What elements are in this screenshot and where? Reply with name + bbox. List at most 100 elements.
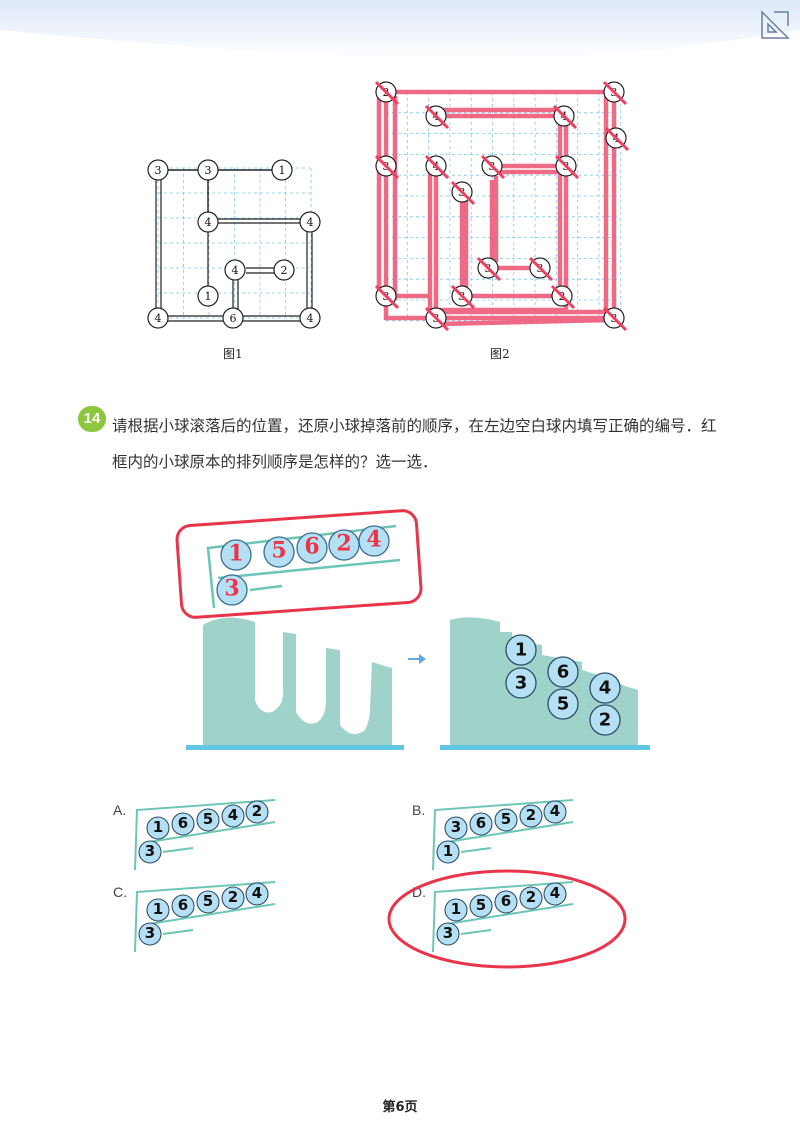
fig1-node: 4: [224, 259, 246, 281]
option-ball: 5: [196, 808, 220, 832]
option-ball-label: 5: [476, 896, 486, 914]
fig2-slash: [552, 104, 578, 130]
figure-2-caption: 图2: [490, 347, 510, 361]
option-ball: 5: [469, 894, 493, 918]
option-ball-label: 2: [252, 802, 262, 820]
fig2-slash: [374, 284, 400, 310]
fig2-slash: [374, 80, 400, 106]
option-a-label[interactable]: A.: [113, 802, 127, 818]
option-ball: 6: [171, 894, 195, 918]
fig2-slash: [424, 104, 450, 130]
option-ball: 1: [444, 898, 468, 922]
option-ball-label: 1: [443, 842, 453, 860]
option-ball: 2: [519, 804, 543, 828]
question-number-badge: 14: [78, 406, 106, 432]
fig1-node: 4: [299, 211, 321, 233]
after-ball-label: 5: [557, 694, 570, 715]
after-ball-label: 4: [599, 678, 612, 699]
fig2-slash: [476, 256, 502, 282]
question-text-line-2: 框内的小球原本的排列顺序是怎样的？选一选．: [112, 453, 438, 471]
option-ball: 3: [138, 840, 162, 864]
fig1-node: 4: [147, 307, 169, 329]
option-ball: 2: [221, 886, 245, 910]
fig2-slash: [450, 180, 476, 206]
option-ball: 3: [138, 922, 162, 946]
fig1-node-label: 2: [281, 264, 288, 277]
option-ball: 1: [146, 898, 170, 922]
arrow-right-icon: [408, 654, 426, 664]
after-ball-label: 2: [599, 710, 612, 731]
fig1-node: 3: [197, 159, 219, 181]
option-ball-label: 5: [203, 810, 213, 828]
figure-2: 24434343333333233: [374, 80, 630, 332]
fig2-slash: [450, 284, 476, 310]
answer-ball: 1: [220, 539, 252, 571]
after-ball-label: 6: [557, 662, 570, 683]
fig2-slash: [602, 80, 628, 106]
option-ball-label: 1: [153, 818, 163, 836]
after-ball: 4: [589, 672, 621, 704]
fig2-slash: [602, 306, 628, 332]
fig1-node-label: 4: [232, 264, 239, 277]
answer-ball-label: 6: [304, 534, 319, 560]
question-text-line-1: 请根据小球滚落后的位置，还原小球掉落前的顺序，在左边空白球内填写正确的编号．红: [112, 417, 717, 435]
option-c-label[interactable]: C.: [113, 884, 127, 900]
option-ball-label: 2: [526, 806, 536, 824]
answer-rail: [206, 524, 401, 609]
fig2-slash: [550, 284, 576, 310]
option-ball: 1: [146, 816, 170, 840]
option-ball: 4: [221, 804, 245, 828]
fig2-slash: [554, 154, 580, 180]
fig2-slash: [604, 126, 630, 152]
answer-ball-label: 2: [336, 531, 351, 557]
fig1-node-label: 1: [205, 290, 212, 303]
answer-red-frame: [175, 509, 423, 619]
fig1-node-label: 4: [205, 216, 212, 229]
option-ball: 2: [245, 800, 269, 824]
option-rail: [134, 799, 276, 871]
option-ball-label: 3: [145, 924, 155, 942]
after-ball-label: 1: [515, 640, 528, 661]
option-ball-label: 6: [178, 896, 188, 914]
option-ball-label: 6: [476, 814, 486, 832]
before-block: [186, 617, 404, 750]
answer-ball: 6: [296, 532, 328, 564]
option-ball-label: 6: [178, 814, 188, 832]
fig1-node: 1: [271, 159, 293, 181]
option-ball: 5: [494, 808, 518, 832]
option-ball: 1: [436, 840, 460, 864]
selected-option-circle: [387, 869, 627, 969]
fig1-node: 4: [197, 211, 219, 233]
answer-ball: 3: [216, 574, 248, 606]
fig2-slash: [480, 154, 506, 180]
header-band: [0, 0, 800, 61]
option-ball-label: 2: [526, 888, 536, 906]
option-ball-label: 6: [501, 892, 511, 910]
option-b-label[interactable]: B.: [412, 802, 426, 818]
fig1-node-label: 4: [155, 312, 162, 325]
fig1-node: 4: [299, 307, 321, 329]
fig2-slash: [374, 154, 400, 180]
after-ball: 3: [505, 667, 537, 699]
fig1-node-label: 4: [307, 216, 314, 229]
fig2-slash: [528, 256, 554, 282]
after-ball-label: 3: [515, 673, 528, 694]
option-ball: 2: [519, 886, 543, 910]
figure-1-caption: 图1: [223, 347, 243, 361]
option-ball: 4: [543, 882, 567, 906]
fig1-node-label: 3: [155, 164, 162, 177]
fig1-node-label: 1: [279, 164, 286, 177]
option-ball: 6: [494, 890, 518, 914]
answer-ball-label: 4: [366, 527, 381, 553]
option-ball-label: 4: [228, 806, 238, 824]
option-ball: 3: [444, 816, 468, 840]
ruler-icon: [761, 10, 790, 39]
option-ball: 6: [469, 812, 493, 836]
fig1-node-label: 4: [307, 312, 314, 325]
fig1-node: 2: [273, 259, 295, 281]
